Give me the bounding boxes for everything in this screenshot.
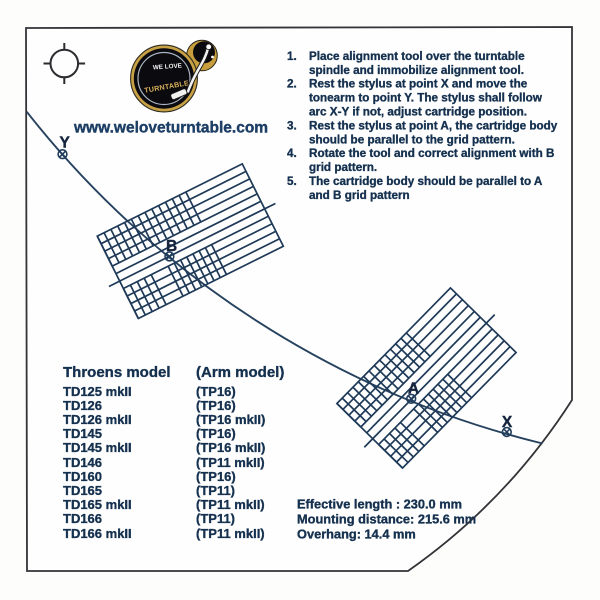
svg-text:www.weloveturntable.com: www.weloveturntable.com xyxy=(73,120,268,137)
svg-text:tonearm to point Y. The stylus: tonearm to point Y. The stylus shall fol… xyxy=(309,92,543,105)
svg-text:Rest the stylus at point A, th: Rest the stylus at point A, the cartridg… xyxy=(309,119,558,132)
svg-text:B: B xyxy=(166,238,177,255)
svg-text:3.: 3. xyxy=(287,119,297,132)
svg-text:Overhang: 14.4 mm: Overhang: 14.4 mm xyxy=(297,527,416,542)
svg-text:(TP11): (TP11) xyxy=(196,483,235,498)
svg-text:TD165: TD165 xyxy=(63,483,102,498)
svg-text:Rotate the tool and correct al: Rotate the tool and correct alignment wi… xyxy=(309,147,554,160)
svg-text:(TP11 mkII): (TP11 mkII) xyxy=(196,497,265,512)
svg-text:1.: 1. xyxy=(287,50,297,63)
svg-text:Y: Y xyxy=(60,135,71,152)
svg-text:arc X-Y if not, adjust cartrid: arc X-Y if not, adjust cartridge positio… xyxy=(309,106,527,119)
svg-text:(TP11 mkII): (TP11 mkII) xyxy=(196,526,265,541)
svg-text:TD166: TD166 xyxy=(63,511,102,526)
svg-text:Rest the stylus at point X and: Rest the stylus at point X and move the xyxy=(309,78,528,91)
svg-text:(TP16): (TP16) xyxy=(196,398,236,413)
svg-text:A: A xyxy=(408,381,419,398)
svg-text:(Arm model): (Arm model) xyxy=(196,364,284,381)
svg-text:TD160: TD160 xyxy=(63,469,102,484)
svg-text:(TP16 mkII): (TP16 mkII) xyxy=(196,412,265,427)
svg-text:TD126: TD126 xyxy=(63,398,102,413)
svg-text:grid pattern.: grid pattern. xyxy=(309,161,377,174)
svg-text:TD125 mkII: TD125 mkII xyxy=(63,384,132,399)
svg-text:Mounting distance: 215.6 mm: Mounting distance: 215.6 mm xyxy=(297,512,476,527)
svg-text:TD166 mkII: TD166 mkII xyxy=(63,526,132,541)
svg-text:should be parallel to the grid: should be parallel to the grid pattern. xyxy=(309,133,515,146)
svg-text:TD145 mkII: TD145 mkII xyxy=(63,440,132,455)
svg-text:(TP16): (TP16) xyxy=(196,426,236,441)
svg-text:TD146: TD146 xyxy=(63,455,102,470)
svg-text:Throens model: Throens model xyxy=(63,364,171,381)
svg-text:4.: 4. xyxy=(287,147,297,160)
svg-text:X: X xyxy=(502,414,513,431)
svg-text:2.: 2. xyxy=(287,78,297,91)
svg-text:TD126 mkII: TD126 mkII xyxy=(63,412,132,427)
svg-text:(TP16): (TP16) xyxy=(196,384,236,399)
svg-text:Place alignment tool over the: Place alignment tool over the turntable xyxy=(309,50,525,63)
svg-text:TD145: TD145 xyxy=(63,426,102,441)
svg-text:The cartridge body should be p: The cartridge body should be parallel to… xyxy=(309,175,543,188)
svg-text:(TP11): (TP11) xyxy=(196,511,235,526)
svg-text:5.: 5. xyxy=(287,175,297,188)
svg-text:and B grid pattern: and B grid pattern xyxy=(309,189,410,202)
svg-text:(TP16): (TP16) xyxy=(196,469,236,484)
svg-text:TD165 mkII: TD165 mkII xyxy=(63,497,132,512)
svg-text:WE LOVE: WE LOVE xyxy=(153,62,182,71)
svg-text:spindle and immobilize alignme: spindle and immobilize alignment tool. xyxy=(309,64,524,77)
svg-text:(TP11 mkII): (TP11 mkII) xyxy=(196,455,265,470)
svg-text:(TP16 mkII): (TP16 mkII) xyxy=(196,440,265,455)
svg-text:Effective length : 230.0 mm: Effective length : 230.0 mm xyxy=(297,497,462,512)
